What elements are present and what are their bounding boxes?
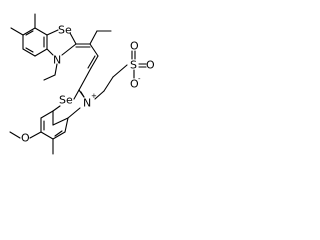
bond [25,30,34,36]
bond [54,63,58,76]
bond [52,105,61,112]
bond [112,64,128,78]
bond [103,76,114,92]
atom-label-s: S [130,59,137,72]
bond [52,117,69,126]
bond [52,131,66,140]
bond [22,27,36,36]
bond [80,91,85,98]
charge-label-positive: + [91,92,97,100]
bond [25,47,34,53]
bond [73,89,80,100]
bond [64,117,69,133]
bond [89,30,98,45]
bond [22,48,36,57]
bond [34,27,48,36]
atom-label-o: O [146,59,155,72]
bond [46,29,59,36]
bond-layer [9,13,147,155]
atom-label-se: Se [59,94,73,107]
bond [40,110,54,119]
chemical-structure-diagram: Se N Se N + S O O O - O [9,13,155,155]
bond [9,131,21,139]
atom-label-se: Se [58,24,72,37]
bond [46,48,54,56]
bond [61,43,77,56]
bond [67,107,81,119]
bond [87,55,96,69]
bond [94,90,105,100]
bond [69,32,77,45]
atom-label-o: O [130,40,139,53]
atom-label-n: N [83,97,91,110]
bond [29,131,42,139]
bond [78,67,92,91]
atom-label-n: N [53,54,61,67]
bond [89,43,99,57]
bond [34,48,48,57]
bond [43,74,56,81]
charge-label-negative: - [138,75,141,83]
bond [54,130,63,137]
atom-label-o: O [21,132,30,145]
atom-label-layer: Se N Se N + S O O O - O [21,24,155,145]
bond [90,55,99,69]
bond [40,131,54,140]
bond [10,27,24,36]
atom-label-o: O [130,78,139,91]
